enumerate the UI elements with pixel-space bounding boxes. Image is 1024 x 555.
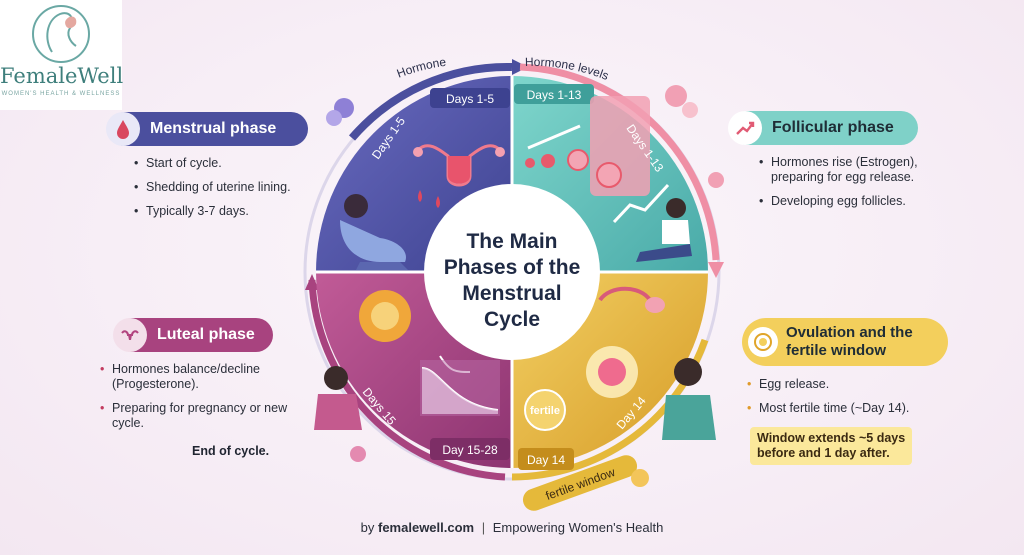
list-item: Hormones rise (Estrogen), preparing for … bbox=[757, 155, 957, 185]
follicular-points: Hormones rise (Estrogen), preparing for … bbox=[757, 155, 957, 218]
footer: by femalewell.com | Empowering Women's H… bbox=[0, 520, 1024, 535]
trend-arrow-icon bbox=[612, 183, 670, 224]
list-item: Developing egg follicles. bbox=[757, 194, 957, 209]
footer-site-link[interactable]: femalewell.com bbox=[378, 520, 475, 535]
fertile-badge bbox=[524, 389, 566, 431]
fertile-badge-label: fertile bbox=[530, 405, 560, 417]
follicular-tab-label: Days 1-13 bbox=[527, 88, 582, 102]
center-circle bbox=[424, 184, 600, 360]
footer-separator: | bbox=[481, 520, 486, 535]
corpus-luteum-icon bbox=[359, 290, 411, 342]
luteal-tab-label: Day 15-28 bbox=[442, 443, 498, 457]
fertile-window-note: Window extends ~5 days before and 1 day … bbox=[750, 427, 913, 465]
follicular-day-tab bbox=[514, 84, 594, 104]
ovulation-points: Egg release. Most fertile time (~Day 14)… bbox=[745, 377, 955, 425]
list-item: Hormones balance/decline (Progesterone). bbox=[98, 362, 298, 392]
exercising-woman-illustration bbox=[636, 198, 692, 262]
sun-egg-icon bbox=[748, 327, 778, 357]
list-item: Typically 3-7 days. bbox=[132, 204, 322, 219]
ovulation-title-line2: fertile window bbox=[786, 342, 887, 359]
egg-follicles-icon bbox=[525, 149, 622, 188]
center-title-line4: Cycle bbox=[484, 308, 540, 331]
center-title-line2: Phases of the bbox=[444, 256, 581, 279]
ovary-icon bbox=[598, 286, 665, 313]
egg-release-icon bbox=[586, 346, 638, 398]
center-title-line1: The Main bbox=[466, 230, 557, 253]
menstrual-ring-arc bbox=[348, 62, 513, 141]
logo: FemaleWell WOMEN'S HEALTH & WELLNESS bbox=[0, 0, 124, 110]
tired-woman-illustration bbox=[314, 366, 362, 430]
list-item: Start of cycle. bbox=[132, 156, 322, 171]
center-title-line3: Menstrual bbox=[462, 282, 561, 305]
footer-by: by bbox=[360, 520, 375, 535]
ovulation-day-tab bbox=[518, 448, 574, 470]
luteal-ring-arc bbox=[308, 279, 506, 481]
arrow-head-icon bbox=[512, 59, 528, 75]
resting-woman-illustration bbox=[340, 194, 408, 270]
ovulation-phase-title: Ovulation and the fertile window bbox=[742, 318, 948, 366]
ovulation-phase-label: Ovulation and the fertile window bbox=[778, 324, 913, 360]
trend-up-icon bbox=[728, 111, 762, 145]
luteal-day-tab bbox=[430, 438, 510, 460]
menstrual-phase-label: Menstrual phase bbox=[150, 120, 277, 137]
follicular-phase-title: Follicular phase bbox=[728, 111, 918, 145]
progesterone-curve-chart bbox=[420, 360, 500, 416]
follicular-ring-arc bbox=[519, 63, 720, 261]
fertile-window-banner bbox=[522, 455, 638, 511]
menstrual-day-tab bbox=[430, 88, 510, 108]
list-item: Most fertile time (~Day 14). bbox=[745, 401, 955, 416]
uterus-icon bbox=[113, 318, 147, 352]
luteal-phase-label: Luteal phase bbox=[157, 326, 255, 343]
arrow-head-icon bbox=[708, 262, 724, 278]
flower-decoration-icon bbox=[326, 85, 724, 487]
list-item: Preparing for pregnancy or new cycle. bbox=[98, 401, 298, 431]
trend-arrow-icon bbox=[527, 124, 581, 150]
smiling-woman-illustration bbox=[662, 358, 716, 440]
logo-name: FemaleWell bbox=[0, 64, 124, 88]
luteal-points: Hormones balance/decline (Progesterone).… bbox=[98, 362, 298, 440]
menstrual-points: Start of cycle. Shedding of uterine lini… bbox=[132, 156, 322, 228]
footer-slogan: Empowering Women's Health bbox=[492, 520, 664, 535]
logo-mark-icon bbox=[32, 5, 90, 63]
follicular-phase-label: Follicular phase bbox=[772, 119, 894, 136]
luteal-end-note: End of cycle. bbox=[192, 444, 270, 458]
fertile-note-line1: Window extends ~5 days bbox=[757, 431, 906, 445]
blood-drop-icon bbox=[106, 112, 140, 146]
menstrual-tab-label: Days 1-5 bbox=[446, 92, 494, 106]
uterus-icon bbox=[413, 144, 505, 187]
fertile-note-line2: before and 1 day after. bbox=[757, 446, 890, 460]
list-item: Egg release. bbox=[745, 377, 955, 392]
arrow-head-icon bbox=[305, 274, 319, 290]
ovulation-title-line1: Ovulation and the bbox=[786, 324, 913, 341]
ovulation-tab-label: Day 14 bbox=[527, 453, 565, 467]
logo-tagline: WOMEN'S HEALTH & WELLNESS bbox=[1, 91, 121, 97]
list-item: Shedding of uterine lining. bbox=[132, 180, 322, 195]
menstrual-phase-title: Menstrual phase bbox=[106, 112, 308, 146]
luteal-phase-title: Luteal phase bbox=[113, 318, 273, 352]
